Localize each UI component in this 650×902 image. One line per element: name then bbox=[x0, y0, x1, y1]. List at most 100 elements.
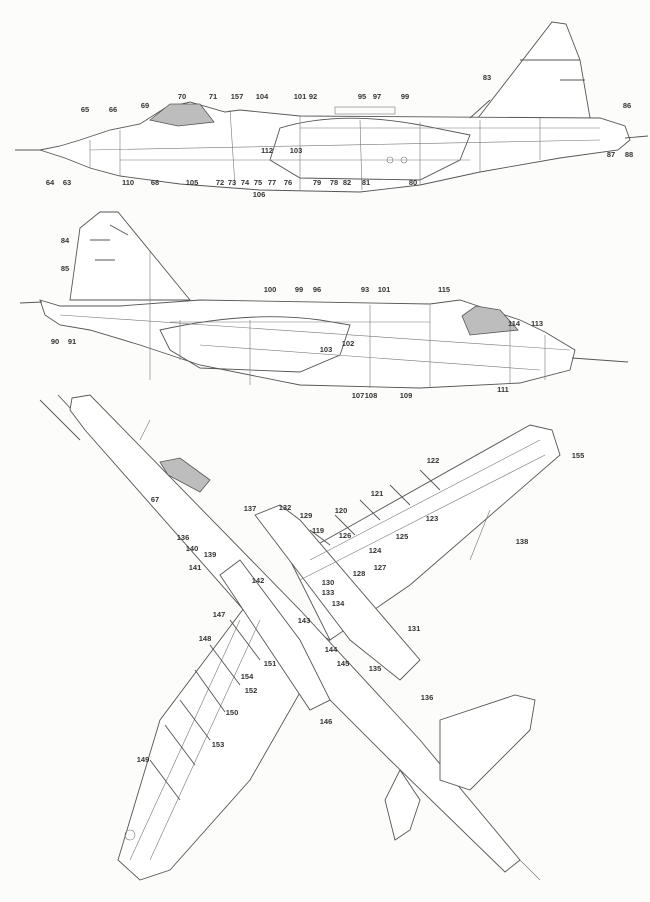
decal-number-label: 73 bbox=[228, 178, 236, 187]
decal-number-label: 103 bbox=[290, 146, 303, 155]
decal-number-label: 114 bbox=[508, 319, 521, 328]
decal-number-label: 76 bbox=[284, 178, 292, 187]
horizontal-stabilizer-left bbox=[384, 769, 421, 841]
decal-number-label: 143 bbox=[298, 616, 311, 625]
decal-number-label: 121 bbox=[371, 489, 384, 498]
vertical-fin bbox=[69, 211, 191, 301]
decal-number-label: 122 bbox=[427, 456, 440, 465]
engine-nacelle bbox=[159, 316, 351, 373]
decal-number-label: 108 bbox=[365, 391, 378, 400]
decal-number-label: 95 bbox=[358, 92, 366, 101]
decal-number-label: 81 bbox=[362, 178, 370, 187]
decal-number-label: 65 bbox=[81, 105, 89, 114]
decal-number-label: 112 bbox=[261, 146, 273, 155]
engine-nacelle-left bbox=[219, 559, 331, 711]
decal-number-label: 68 bbox=[151, 178, 159, 187]
decal-number-label: 157 bbox=[231, 92, 244, 101]
decal-number-label: 139 bbox=[204, 550, 217, 559]
decal-number-label: 75 bbox=[254, 178, 262, 187]
canopy bbox=[461, 305, 519, 336]
engine-nacelle-right bbox=[254, 504, 421, 681]
decal-number-label: 134 bbox=[332, 599, 345, 608]
plan-view-underside bbox=[69, 394, 561, 881]
decal-number-label: 97 bbox=[373, 92, 381, 101]
pylons bbox=[149, 469, 441, 801]
decal-number-label: 87 bbox=[607, 150, 615, 159]
decal-number-label: 154 bbox=[241, 672, 254, 681]
decal-number-label: 74 bbox=[241, 178, 250, 187]
decal-number-label: 67 bbox=[151, 495, 159, 504]
decal-number-label: 110 bbox=[122, 178, 134, 187]
decal-number-label: 142 bbox=[252, 576, 265, 585]
decal-number-label: 88 bbox=[625, 150, 633, 159]
decal-number-label: 111 bbox=[497, 385, 509, 394]
decal-number-label: 141 bbox=[189, 563, 202, 572]
engine-nacelle bbox=[269, 117, 471, 181]
decal-number-label: 86 bbox=[623, 101, 631, 110]
decal-number-label: 82 bbox=[343, 178, 351, 187]
decal-number-label: 136 bbox=[421, 693, 434, 702]
decal-number-label: 90 bbox=[51, 337, 59, 346]
pitot-probe bbox=[15, 135, 649, 151]
canopy bbox=[149, 103, 215, 127]
decal-number-label: 84 bbox=[61, 236, 70, 245]
decal-number-label: 104 bbox=[256, 92, 269, 101]
decal-number-label: 144 bbox=[325, 645, 338, 654]
decal-number-label: 133 bbox=[322, 588, 335, 597]
decal-number-label: 100 bbox=[264, 285, 277, 294]
side-view-starboard bbox=[15, 21, 649, 193]
vertical-fin bbox=[477, 21, 591, 119]
decal-number-label: 140 bbox=[186, 544, 199, 553]
decal-number-label: 123 bbox=[426, 514, 439, 523]
decal-number-label: 91 bbox=[68, 337, 76, 346]
decal-number-label: 64 bbox=[46, 178, 55, 187]
decal-number-label: 109 bbox=[400, 391, 413, 400]
decal-number-label: 101 bbox=[378, 285, 391, 294]
decal-number-label: 106 bbox=[253, 190, 266, 199]
decal-number-label: 135 bbox=[369, 664, 382, 673]
decal-number-label: 83 bbox=[483, 73, 491, 82]
decal-number-label: 132 bbox=[279, 503, 292, 512]
decal-number-label: 113 bbox=[531, 319, 543, 328]
side-view-port bbox=[19, 211, 629, 441]
decal-number-label: 129 bbox=[300, 511, 313, 520]
decal-number-label: 80 bbox=[409, 178, 417, 187]
decal-number-label: 92 bbox=[309, 92, 317, 101]
decal-number-label: 79 bbox=[313, 178, 321, 187]
decal-number-label: 77 bbox=[268, 178, 276, 187]
decal-number-label: 85 bbox=[61, 264, 69, 273]
decal-number-label: 124 bbox=[369, 546, 382, 555]
decal-number-label: 147 bbox=[213, 610, 226, 619]
horizontal-stabilizer bbox=[439, 694, 536, 791]
decal-number-label: 137 bbox=[244, 504, 257, 513]
decal-number-label: 127 bbox=[374, 563, 387, 572]
decal-number-label: 131 bbox=[408, 624, 421, 633]
pitot-probe bbox=[19, 301, 629, 363]
decal-number-label: 155 bbox=[572, 451, 585, 460]
decal-number-label: 105 bbox=[186, 178, 199, 187]
decal-number-label: 136 bbox=[177, 533, 190, 542]
decal-number-label: 103 bbox=[320, 345, 333, 354]
decal-number-label: 71 bbox=[209, 92, 217, 101]
decal-number-label: 148 bbox=[199, 634, 212, 643]
decal-number-label: 63 bbox=[63, 178, 71, 187]
decal-number-label: 107 bbox=[352, 391, 365, 400]
decal-number-label: 145 bbox=[337, 659, 350, 668]
decal-number-label: 150 bbox=[226, 708, 239, 717]
decal-number-label: 151 bbox=[264, 659, 277, 668]
decal-number-label: 102 bbox=[342, 339, 355, 348]
decal-number-label: 70 bbox=[178, 92, 186, 101]
decal-number-label: 153 bbox=[212, 740, 225, 749]
decal-number-label: 99 bbox=[295, 285, 303, 294]
decal-number-label: 130 bbox=[322, 578, 335, 587]
decal-number-label: 96 bbox=[313, 285, 321, 294]
decal-number-label: 99 bbox=[401, 92, 409, 101]
decal-number-label: 138 bbox=[516, 537, 529, 546]
decal-number-label: 115 bbox=[438, 285, 450, 294]
canopy bbox=[159, 457, 211, 493]
decal-number-label: 128 bbox=[353, 569, 366, 578]
decal-number-label: 72 bbox=[216, 178, 224, 187]
